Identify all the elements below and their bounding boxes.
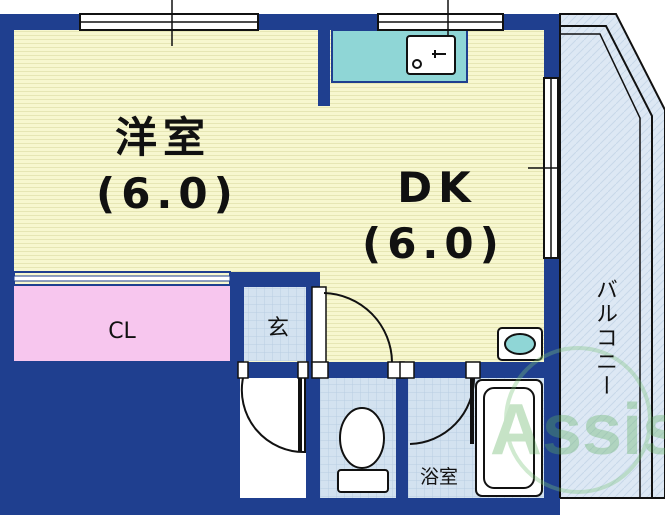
kitchen-wall-notch xyxy=(318,30,330,106)
dk-size: (6.0) xyxy=(362,219,505,268)
entrance-floor xyxy=(244,287,306,361)
bathtub-icon xyxy=(475,379,543,497)
dk-name: DK xyxy=(397,163,477,212)
western-room-name: 洋室 xyxy=(114,113,211,162)
svg-text:Assist: Assist xyxy=(490,390,665,470)
dk-door xyxy=(323,292,393,363)
closet-floor xyxy=(14,285,230,361)
watermark-logo: Assist xyxy=(490,346,665,494)
sink xyxy=(406,35,456,75)
balcony-area xyxy=(559,13,665,499)
bathroom-label: 浴室 xyxy=(419,466,458,488)
western-room-size: (6.0) xyxy=(96,169,239,218)
entrance-door xyxy=(240,377,306,454)
toilet-icon xyxy=(337,407,389,493)
entrance-label: 玄 xyxy=(266,316,289,341)
closet-label: CL xyxy=(108,319,136,344)
wc-corridor xyxy=(240,378,306,498)
washbasin-icon xyxy=(497,327,543,361)
balcony-label: バルコニー xyxy=(592,278,617,398)
